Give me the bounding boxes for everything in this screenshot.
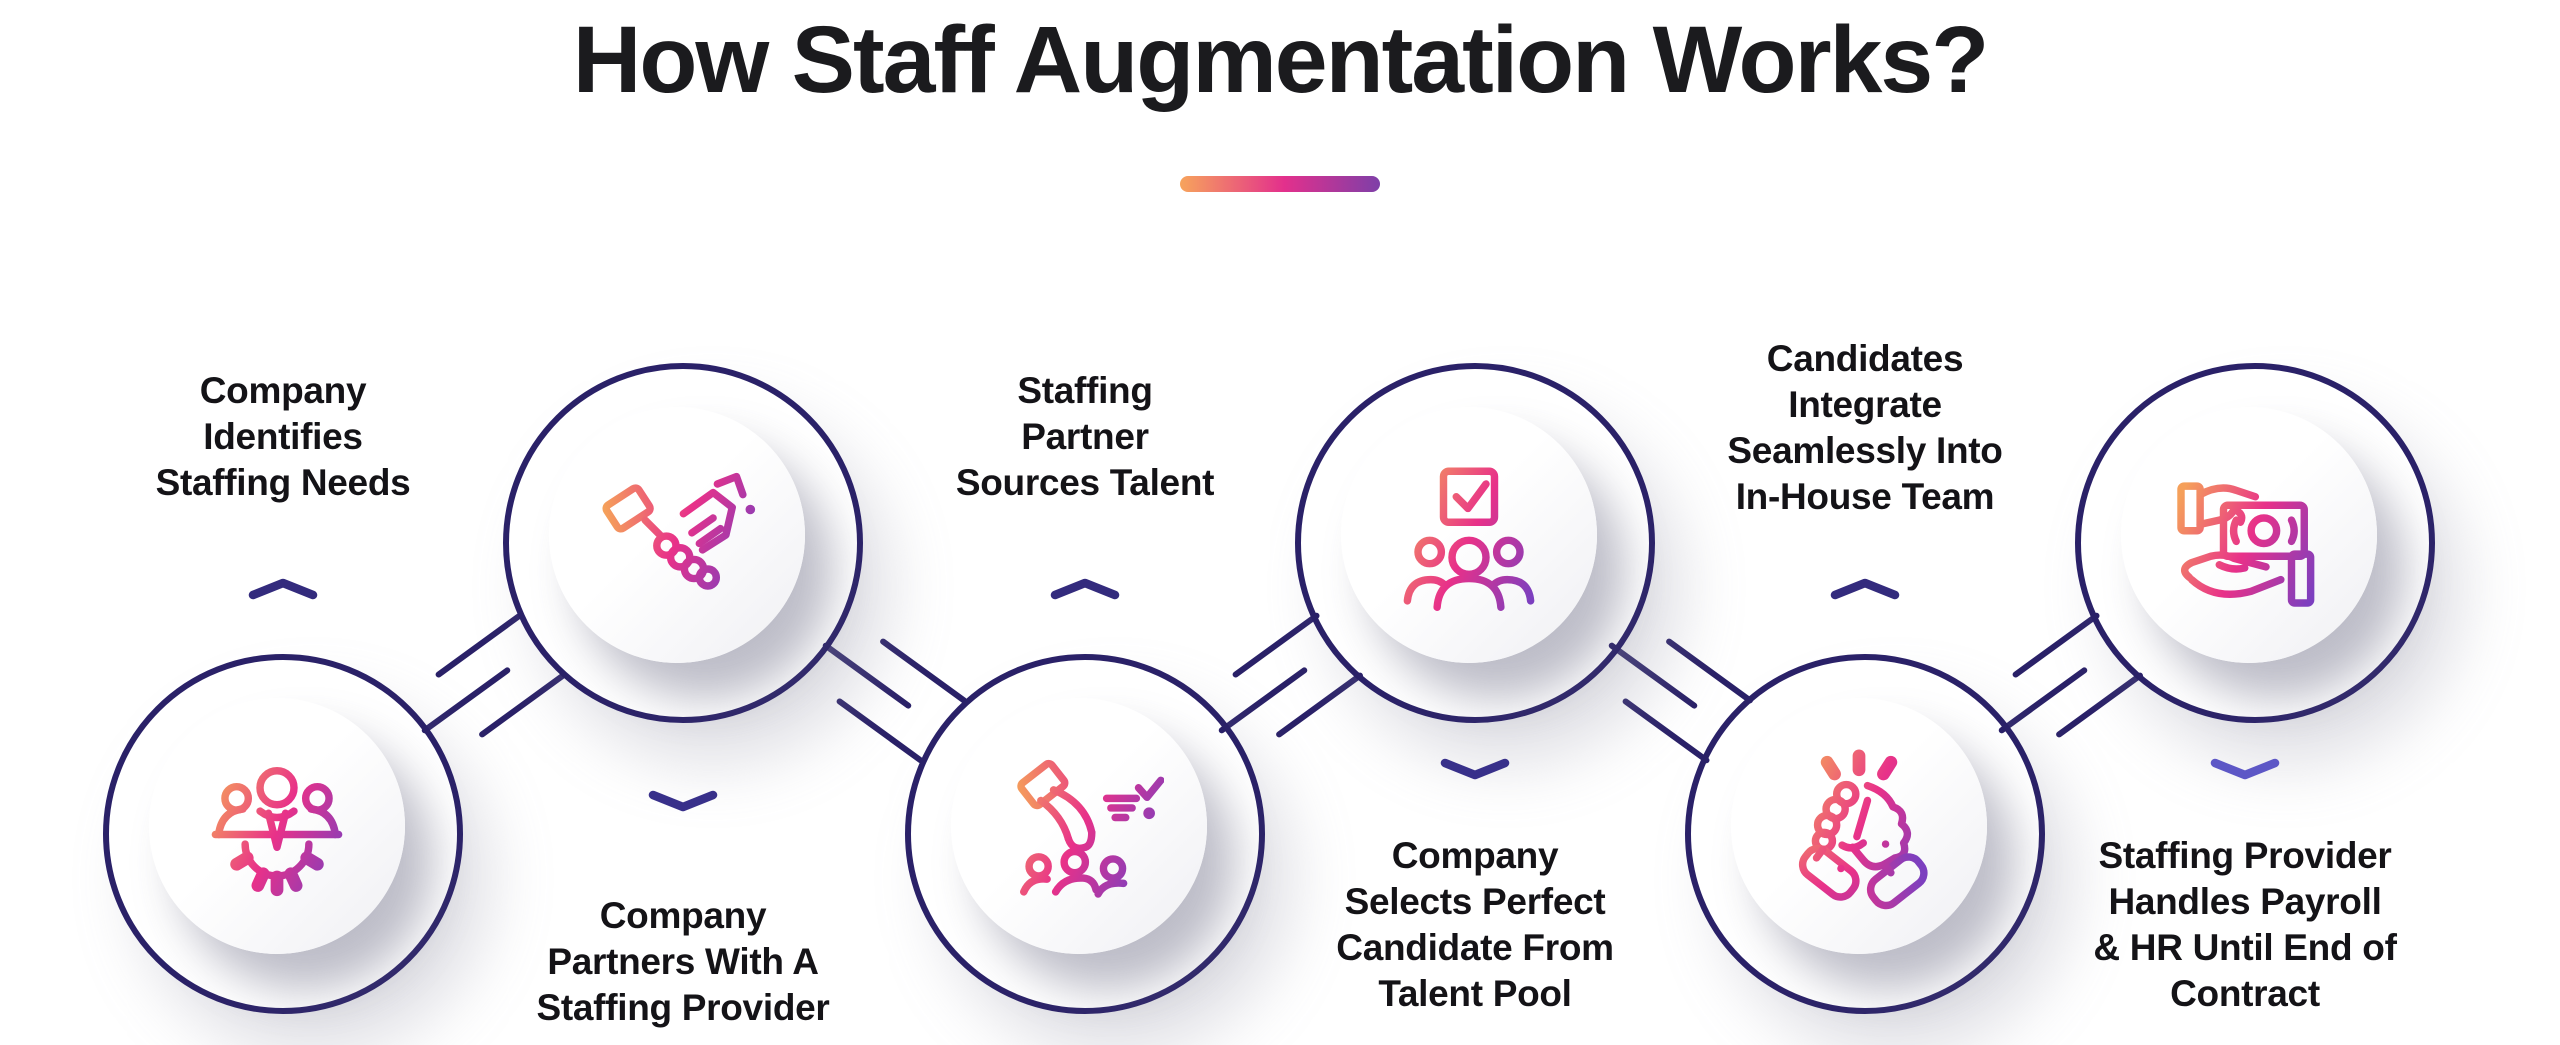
step-4-disc [1341, 407, 1597, 663]
step-5-disc [1731, 698, 1987, 954]
chevron-down-icon [1440, 758, 1510, 780]
hands-clasp-icon [1798, 749, 1928, 910]
handshake-icon [602, 472, 756, 590]
step-1-disc [149, 698, 405, 954]
step-3-label: Staffing Partner Sources Talent [955, 370, 1215, 503]
talent-sourcing-hand-icon [1017, 759, 1164, 898]
step-5-circle [1685, 654, 2045, 1014]
step-4-circle [1295, 363, 1655, 723]
step-2-disc [549, 407, 805, 663]
step-6-disc [2121, 407, 2377, 663]
payroll-hand-money-icon [2177, 482, 2315, 607]
chevron-up-icon [1830, 578, 1900, 600]
step-2-label: Company Partners With A Staffing Provide… [536, 895, 830, 1028]
page-title: How Staff Augmentation Works? [572, 7, 1989, 113]
step-1-label: Company Identifies Staffing Needs [155, 370, 411, 503]
step-3-disc [951, 698, 1207, 954]
chevron-up-icon [1050, 578, 1120, 600]
step-3-circle [905, 654, 1265, 1014]
step-2-circle [503, 363, 863, 723]
step-6-circle [2075, 363, 2435, 723]
step-6-label: Staffing Provider Handles Payroll & HR U… [2093, 835, 2397, 1014]
step-5-label: Candidates Integrate Seamlessly Into In-… [1727, 338, 2003, 517]
chevron-down-icon [648, 790, 718, 812]
connector-rail [1621, 697, 1711, 765]
chevron-down-icon [2210, 758, 2280, 780]
step-4-label: Company Selects Perfect Candidate From T… [1336, 835, 1614, 1014]
candidate-checkbox-icon [1403, 467, 1535, 611]
chevron-up-icon [248, 578, 318, 600]
team-gear-icon [211, 767, 343, 897]
title-underline-bar [1180, 176, 1380, 192]
step-1-circle [103, 654, 463, 1014]
connector-rail [835, 697, 925, 765]
